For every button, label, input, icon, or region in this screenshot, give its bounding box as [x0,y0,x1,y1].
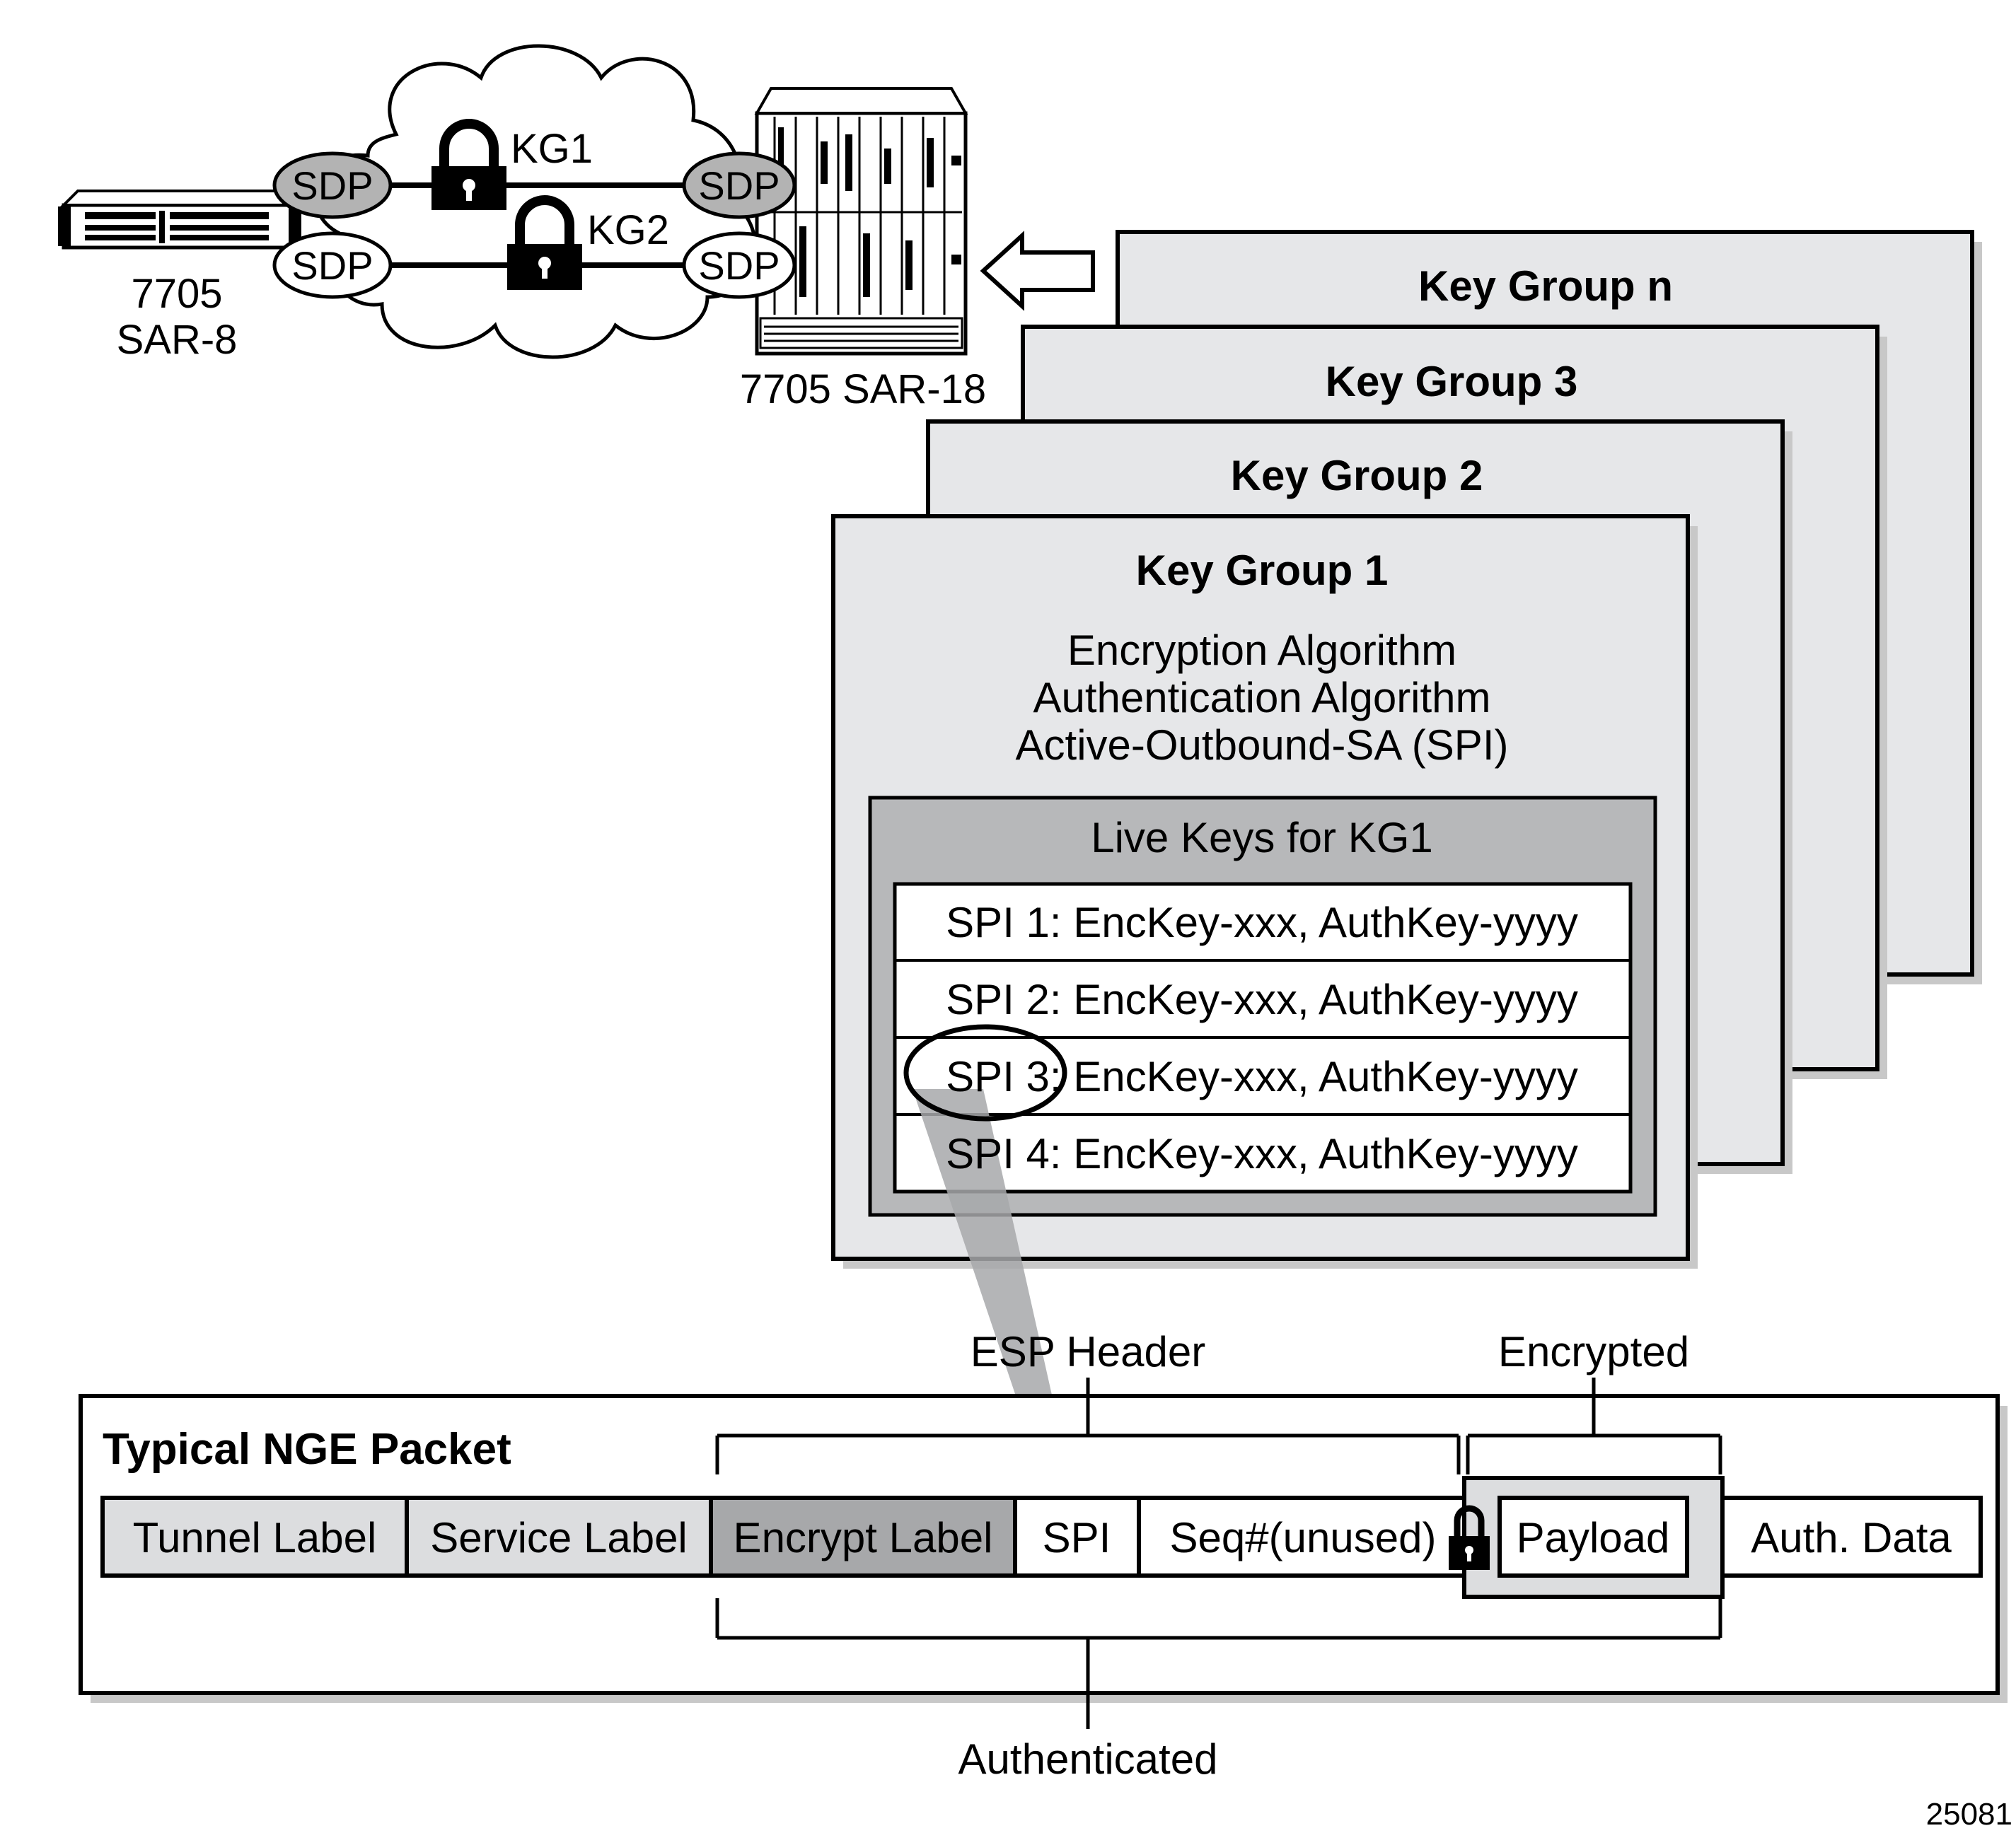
spi-row-3: SPI 3: EncKey-xxx, AuthKey-yyyy [946,1053,1578,1100]
sdp-right-bottom: SDP [682,231,796,299]
sar18-label: 7705 SAR-18 [740,366,986,412]
field-tunnel-label [100,1496,409,1578]
esp-header-label: ESP Header [971,1328,1205,1375]
esp-header-bracket [715,1378,1461,1474]
encrypted-label: Encrypted [1498,1328,1689,1375]
field-payload [1497,1496,1689,1578]
live-keys-title: Live Keys for KG1 [1091,814,1433,861]
sar8-label-line2: SAR-8 [117,317,238,363]
key-group-1-title: Key Group 1 [1136,547,1389,594]
spi-row-4: SPI 4: EncKey-xxx, AuthKey-yyyy [946,1130,1578,1177]
figure-id: 25081 [1926,1797,2012,1832]
attribute-active-outbound-sa: Active-Outbound-SA (SPI) [1016,721,1509,769]
spi-3-highlight [903,1024,1067,1122]
sar8-label-line1: 7705 [131,271,222,317]
encrypted-bracket [1466,1378,1722,1474]
field-seq-text: Seq#(unused) [1170,1514,1437,1561]
sdp-label: SDP [698,163,780,208]
sdp-right-top: SDP [682,151,796,219]
field-encrypt-label [709,1496,1017,1578]
field-tunnel-label-text: Tunnel Label [133,1514,377,1561]
sdp-label: SDP [291,163,373,208]
field-service-label-text: Service Label [430,1514,688,1561]
attribute-encryption: Encryption Algorithm [1067,627,1456,674]
key-group-title: Key Group n [1418,262,1673,310]
sdp-left-top: SDP [272,151,393,219]
field-spi [1013,1496,1141,1578]
field-encrypt-label-text: Encrypt Label [734,1514,993,1561]
key-group-1-panel: Key Group 1 Encryption Algorithm Authent… [831,514,1698,1269]
spi-row-1: SPI 1: EncKey-xxx, AuthKey-yyyy [946,899,1578,946]
field-auth-data-text: Auth. Data [1751,1514,1952,1561]
sdp-left-bottom: SDP [272,231,393,299]
field-seq [1137,1496,1466,1578]
authenticated-label: Authenticated [958,1735,1218,1783]
router-sar18 [754,87,968,356]
sdp-label: SDP [291,243,373,288]
packet-lock-icon [1449,1505,1490,1570]
kg1-label: KG1 [511,126,593,172]
key-group-title: Key Group 2 [1231,452,1483,499]
authenticated-bracket [715,1598,1722,1729]
kg1-lock-icon [431,119,506,210]
kg2-label: KG2 [587,207,669,253]
key-group-title: Key Group 3 [1326,358,1578,405]
spi-row-2: SPI 2: EncKey-xxx, AuthKey-yyyy [946,976,1578,1023]
sdp-label: SDP [698,243,780,288]
router-sar8 [58,190,307,250]
packet-fields [100,1476,1983,1599]
attribute-authentication: Authentication Algorithm [1033,674,1490,721]
kg2-lock-icon [507,195,582,290]
field-payload-text: Payload [1517,1514,1670,1561]
field-auth-data [1720,1496,1983,1578]
arrow-left-icon [980,231,1095,311]
field-spi-text: SPI [1043,1514,1111,1561]
spi-pointer-funnel [913,1089,1068,1467]
packet-title: Typical NGE Packet [103,1425,511,1474]
